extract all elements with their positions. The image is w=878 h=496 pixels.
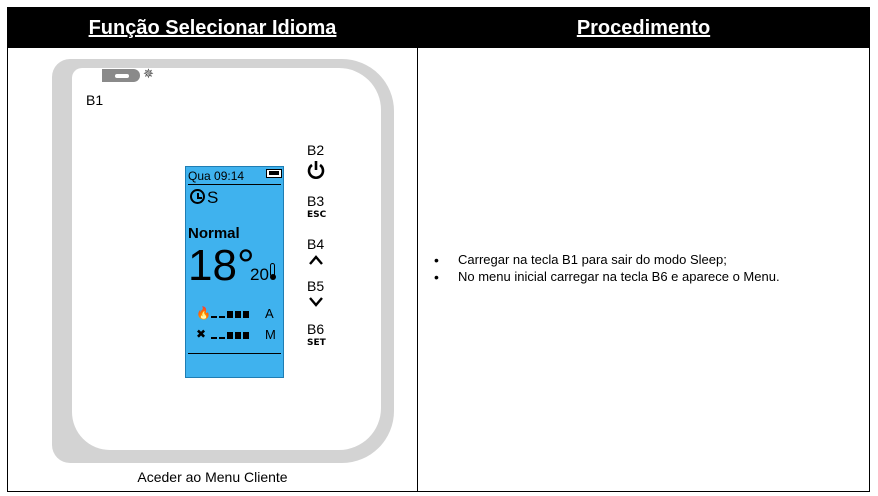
screen-divider bbox=[188, 184, 281, 185]
power-icon[interactable] bbox=[306, 160, 326, 180]
level-bar bbox=[235, 311, 241, 318]
lcd-screen: Qua 09:14 S Normal 18° 20 🔥 A ✖ M bbox=[185, 166, 284, 378]
battery-icon bbox=[266, 169, 282, 178]
screen-bottom-divider bbox=[188, 353, 281, 354]
level-bar bbox=[211, 316, 217, 318]
b4-label: B4 bbox=[307, 236, 325, 252]
b1-button[interactable] bbox=[102, 69, 140, 82]
fan-icon: ✖ bbox=[196, 327, 207, 341]
b3-label: B3 bbox=[307, 193, 325, 209]
heat-mode-letter: A bbox=[265, 306, 274, 321]
procedure-list: Carregar na tecla B1 para sair do modo S… bbox=[428, 252, 858, 286]
level-bar bbox=[235, 332, 241, 339]
flame-icon: 🔥 bbox=[196, 306, 211, 320]
level-bar bbox=[211, 337, 217, 339]
thermometer-icon bbox=[270, 263, 276, 280]
image-caption: Aceder ao Menu Cliente bbox=[137, 469, 288, 485]
screen-setpoint: 20 bbox=[250, 265, 269, 284]
up-arrow-icon[interactable] bbox=[308, 254, 324, 266]
heat-level-bars bbox=[211, 308, 254, 318]
procedure-step: Carregar na tecla B1 para sair do modo S… bbox=[428, 252, 858, 268]
column-divider bbox=[417, 8, 418, 491]
procedure-step: No menu inicial carregar na tecla B6 e a… bbox=[428, 269, 858, 285]
level-bar bbox=[219, 316, 225, 318]
set-key[interactable]: SET bbox=[307, 338, 326, 348]
screen-mode: Normal bbox=[188, 225, 240, 242]
b5-label: B5 bbox=[307, 278, 325, 294]
procedure-table: Função Selecionar Idioma Procedimento ✵ … bbox=[7, 7, 870, 492]
down-arrow-icon[interactable] bbox=[308, 296, 324, 308]
level-bar bbox=[243, 332, 249, 339]
clock-icon bbox=[190, 189, 205, 204]
b6-label: B6 bbox=[307, 321, 325, 337]
fan-mode-letter: M bbox=[265, 327, 276, 342]
screen-temperature: 18° bbox=[188, 241, 255, 290]
backlight-icon: ✵ bbox=[143, 66, 154, 81]
procedure-title: Procedimento bbox=[418, 8, 869, 48]
screen-time: Qua 09:14 bbox=[188, 169, 245, 183]
fan-level-bars bbox=[211, 329, 254, 339]
level-bar bbox=[219, 337, 225, 339]
b1-label: B1 bbox=[86, 92, 104, 108]
level-bar bbox=[227, 332, 233, 339]
level-bar bbox=[227, 311, 233, 318]
level-bar bbox=[243, 311, 249, 318]
esc-key[interactable]: ESC bbox=[307, 210, 327, 220]
function-title: Função Selecionar Idioma bbox=[8, 8, 417, 48]
b2-label: B2 bbox=[307, 142, 325, 158]
schedule-letter: S bbox=[207, 188, 219, 207]
